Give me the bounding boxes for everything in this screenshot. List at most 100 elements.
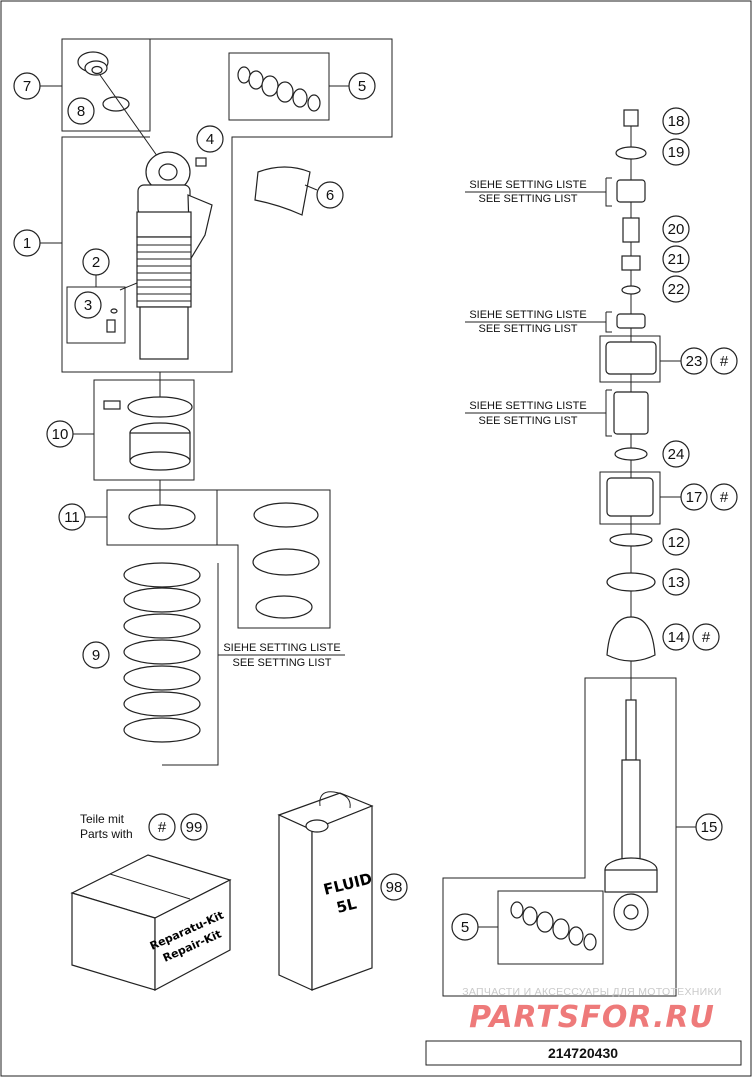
- svg-text:4: 4: [206, 131, 214, 148]
- bleed-screw: [106, 308, 118, 333]
- watermark-tagline: ЗАПЧАСТИ И АКСЕССУАРЫ ДЛЯ МОТОТЕХНИКИ: [462, 986, 722, 998]
- spring-retainer-variant-a: [253, 502, 319, 528]
- svg-text:22: 22: [668, 281, 685, 298]
- spring-retainer: [128, 504, 196, 530]
- svg-text:11: 11: [64, 509, 80, 526]
- callout-hash-14: #: [692, 623, 720, 651]
- callout-15: 15: [676, 813, 723, 841]
- setting-note-spring-de: SIEHE SETTING LISTE: [223, 642, 340, 654]
- callout-7: 7: [13, 72, 62, 100]
- seal-kit-bottom: [510, 901, 597, 951]
- svg-text:#: #: [720, 489, 729, 506]
- shock-fluid-can: FLUID 5L: [277, 791, 374, 991]
- callout-14: 14: [662, 623, 690, 651]
- frame-shock-assembly: [61, 38, 393, 373]
- callout-17: 17: [660, 483, 708, 511]
- callout-23: 23: [660, 347, 708, 375]
- callout-1: 1: [13, 229, 62, 257]
- frame-part-10: [93, 379, 195, 481]
- leader-bleed: [119, 282, 138, 291]
- svg-text:23: 23: [686, 353, 703, 370]
- setting-note-2-de: SIEHE SETTING LISTE: [469, 309, 586, 321]
- drawing-code: 214720430: [548, 1045, 618, 1061]
- svg-text:19: 19: [668, 144, 685, 161]
- svg-text:6: 6: [326, 187, 334, 204]
- seal-kit-top: [237, 66, 321, 112]
- svg-text:5: 5: [358, 78, 366, 95]
- callout-hash-17: #: [710, 483, 738, 511]
- callout-3: 3: [74, 291, 102, 319]
- svg-text:#: #: [158, 819, 167, 836]
- protection-guard: [254, 166, 311, 216]
- setting-note-3-en: SEE SETTING LIST: [478, 415, 577, 427]
- frame-part-17: [599, 471, 661, 525]
- callout-6: 6: [304, 181, 344, 209]
- spring-retainer-variant-c: [255, 595, 313, 619]
- callout-19: 19: [662, 138, 690, 166]
- svg-text:12: 12: [668, 534, 685, 551]
- kit-note-en: Parts with: [80, 827, 133, 841]
- mount-bushing: [77, 51, 130, 112]
- svg-text:3: 3: [84, 297, 92, 314]
- leader-mount: [99, 74, 161, 161]
- callout-hash-99: #: [148, 813, 176, 841]
- callout-99: 99: [180, 813, 208, 841]
- svg-text:24: 24: [668, 446, 685, 463]
- frame-part-11-variants: [217, 489, 331, 629]
- svg-text:99: 99: [186, 819, 203, 836]
- svg-text:98: 98: [386, 879, 403, 896]
- bracket-spring: [162, 563, 219, 766]
- spring-retainer-variant-b: [252, 548, 320, 576]
- shock-absorber-body: [136, 151, 213, 360]
- kit-note-de: Teile mit: [80, 812, 125, 826]
- callout-10: 10: [46, 420, 94, 448]
- callout-18: 18: [662, 107, 690, 135]
- callout-4: 4: [196, 125, 224, 153]
- callout-8: 8: [67, 97, 95, 125]
- svg-text:21: 21: [668, 251, 685, 268]
- setting-note-2-en: SEE SETTING LIST: [478, 323, 577, 335]
- piston-rod-parts: [605, 109, 657, 662]
- damper-cylinder: [604, 699, 658, 931]
- frame-part-7-8: [61, 38, 151, 132]
- setting-note-1-en: SEE SETTING LIST: [478, 193, 577, 205]
- callout-2: 2: [82, 248, 110, 287]
- svg-text:5L: 5L: [335, 894, 359, 916]
- callout-9: 9: [82, 641, 110, 669]
- svg-text:10: 10: [52, 426, 69, 443]
- svg-text:20: 20: [668, 221, 685, 238]
- callout-98: 98: [380, 873, 408, 901]
- callout-21: 21: [662, 245, 690, 273]
- watermark-logo: PARTSFOR.RU: [469, 1000, 715, 1035]
- callout-5-top: 5: [329, 72, 376, 100]
- callout-22: 22: [662, 275, 690, 303]
- svg-text:18: 18: [668, 113, 685, 130]
- svg-text:8: 8: [77, 103, 85, 120]
- svg-text:9: 9: [92, 647, 100, 664]
- svg-text:5: 5: [461, 919, 469, 936]
- svg-text:17: 17: [686, 489, 703, 506]
- svg-text:#: #: [702, 629, 711, 646]
- svg-text:7: 7: [23, 78, 31, 95]
- setting-note-3-de: SIEHE SETTING LISTE: [469, 400, 586, 412]
- repair-kit-box: Reparatu-Kit Repair-Kit: [70, 854, 232, 991]
- frame-part-23: [599, 335, 661, 383]
- callout-hash-23: #: [710, 347, 738, 375]
- svg-text:15: 15: [701, 819, 718, 836]
- callout-12: 12: [662, 528, 690, 556]
- svg-text:14: 14: [668, 629, 685, 646]
- drawing-code-box: [425, 1040, 742, 1066]
- shock-spring: [123, 562, 201, 743]
- svg-text:1: 1: [23, 235, 31, 252]
- frame-part-15: [442, 677, 677, 997]
- callout-5-bottom: 5: [451, 913, 498, 941]
- spring-adjuster: [103, 396, 193, 471]
- callout-11: 11: [58, 503, 107, 531]
- callout-13: 13: [662, 568, 690, 596]
- svg-text:#: #: [720, 353, 729, 370]
- svg-text:13: 13: [668, 574, 685, 591]
- setting-note-spring-en: SEE SETTING LIST: [232, 657, 331, 669]
- callout-20: 20: [662, 215, 690, 243]
